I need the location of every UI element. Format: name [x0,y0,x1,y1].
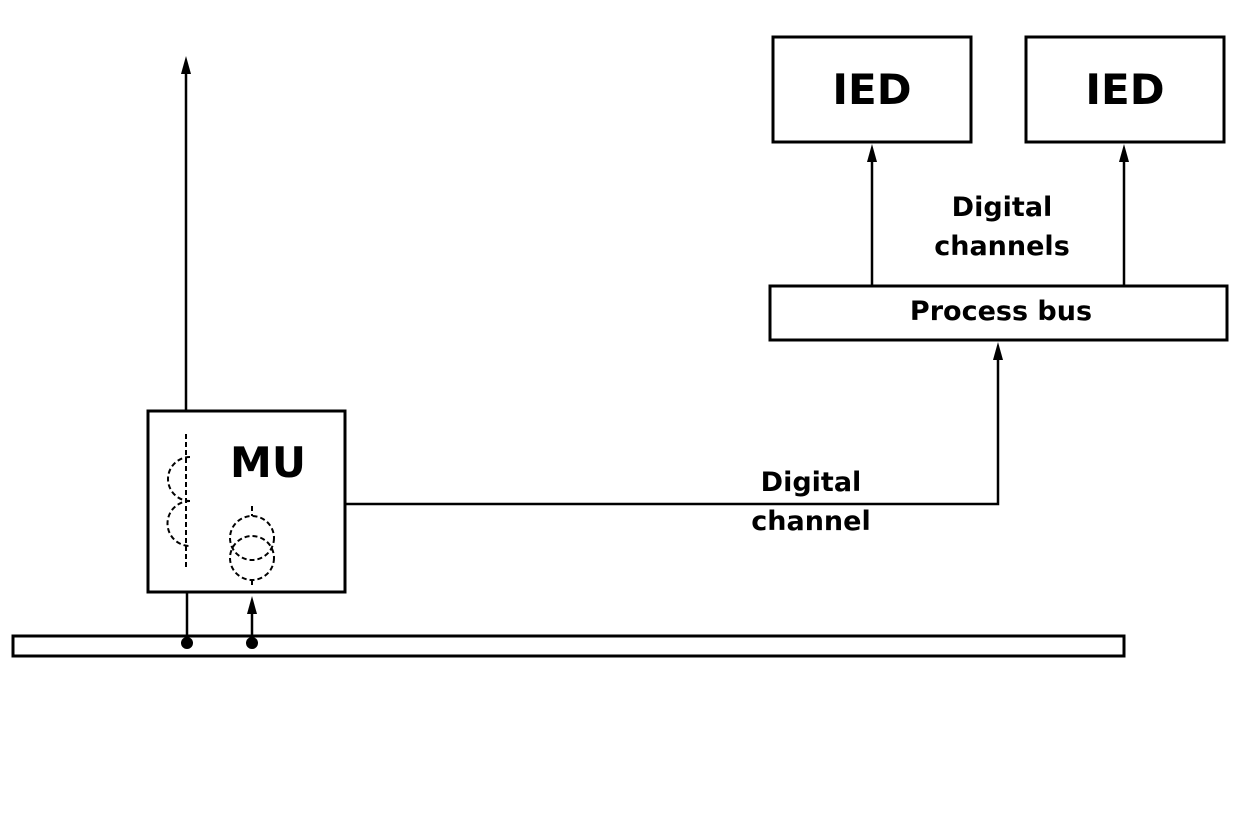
merging-unit-box: MU [146,409,347,594]
arrow-to-ied-right [1119,144,1129,286]
digital-channels-label-line1: Digital [952,192,1053,223]
digital-channel-label-line1: Digital [761,467,862,498]
ied-box-right: IED [1024,35,1226,144]
vt-connection-arrow [246,596,258,649]
merging-unit-label: MU [230,438,306,487]
ied-right-label: IED [1085,65,1164,114]
digital-channels-label-line2: channels [934,231,1070,262]
digital-channel-line [346,342,1003,506]
ct-connection [181,592,193,649]
busbar [11,634,1126,658]
upward-line-arrow [181,56,191,410]
ied-box-left: IED [771,35,973,144]
process-bus-box: Process bus [768,284,1229,342]
process-bus-label: Process bus [910,296,1092,327]
arrow-to-ied-left [867,144,877,286]
ied-left-label: IED [832,65,911,114]
voltage-transformer-icon [229,506,275,588]
digital-channel-label-line2: channel [751,506,870,537]
current-transformer-icon [166,434,191,570]
